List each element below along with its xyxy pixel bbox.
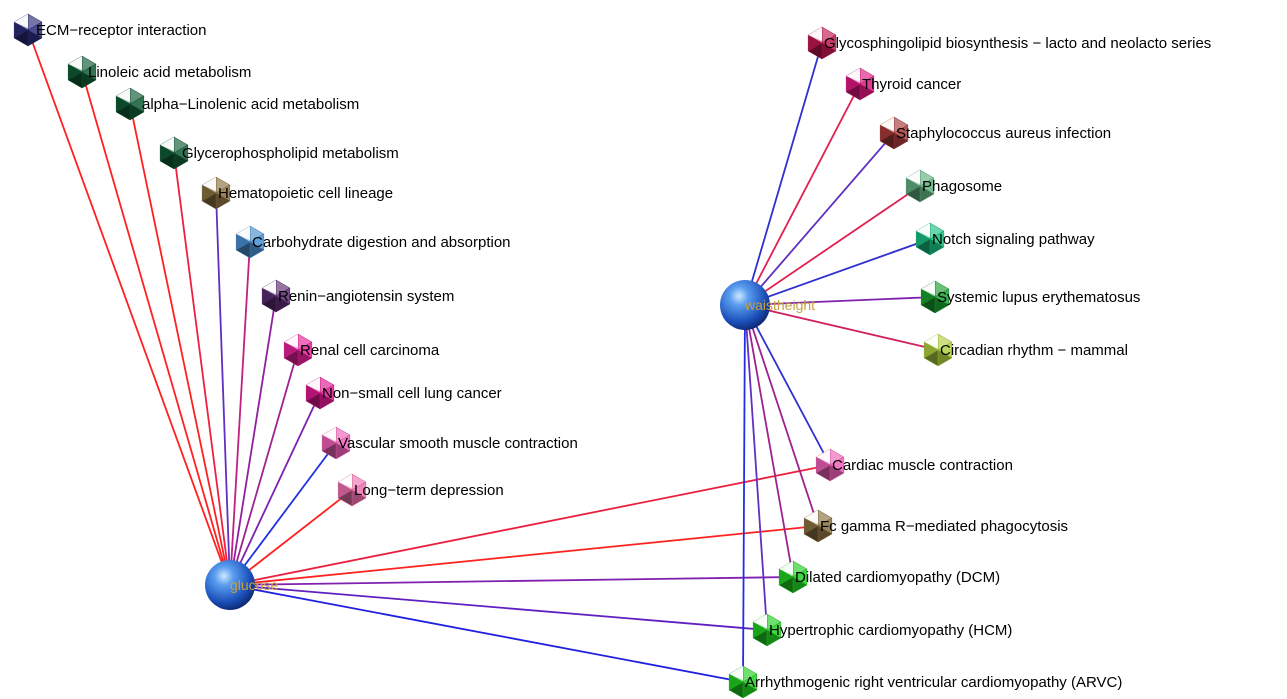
node-label-hcm: Hypertrophic cardiomyopathy (HCM) <box>769 622 1012 639</box>
node-label-cardiac: Cardiac muscle contraction <box>832 457 1013 474</box>
edge-glucose-renal <box>229 349 299 586</box>
node-label-carbohydrate: Carbohydrate digestion and absorption <box>252 234 511 251</box>
edge-glucose-ltd <box>229 489 353 586</box>
node-label-notch: Notch signaling pathway <box>932 231 1095 248</box>
node-nsclc[interactable]: Non−small cell lung cancer <box>305 376 502 410</box>
hubs-layer: glucose waistheight <box>205 280 815 610</box>
edge-waistheight-glycosphingolipid <box>744 42 823 306</box>
edge-waistheight-circadian <box>744 304 939 351</box>
edge-glucose-renin <box>229 295 277 586</box>
node-phagosome[interactable]: Phagosome <box>905 169 1002 203</box>
node-label-alpha_linolenic: alpha−Linolenic acid metabolism <box>142 96 359 113</box>
hub-label-glucose: glucose <box>230 577 278 593</box>
hub-sphere-waistheight <box>720 280 770 330</box>
node-label-dcm: Dilated cardiomyopathy (DCM) <box>795 569 1000 586</box>
node-alpha_linolenic[interactable]: alpha−Linolenic acid metabolism <box>115 87 359 121</box>
node-label-sle: Systemic lupus erythematosus <box>937 289 1140 306</box>
node-circadian[interactable]: Circadian rhythm − mammal <box>923 333 1128 367</box>
edge-waistheight-fcgamma <box>744 304 819 527</box>
node-linoleic[interactable]: Linoleic acid metabolism <box>67 55 251 89</box>
node-thyroid[interactable]: Thyroid cancer <box>845 67 961 101</box>
hub-waistheight[interactable]: waistheight <box>720 280 815 330</box>
node-staph[interactable]: Staphylococcus aureus infection <box>879 116 1111 150</box>
edge-waistheight-sle <box>744 296 936 306</box>
node-label-nsclc: Non−small cell lung cancer <box>322 385 502 402</box>
edge-glucose-alpha_linolenic <box>129 103 231 586</box>
node-notch[interactable]: Notch signaling pathway <box>915 222 1095 256</box>
node-label-renal: Renal cell carcinoma <box>300 342 440 359</box>
node-label-staph: Staphylococcus aureus infection <box>896 125 1111 142</box>
node-label-hematopoietic: Hematopoietic cell lineage <box>218 185 393 202</box>
node-label-fcgamma: Fc gamma R−mediated phagocytosis <box>820 518 1068 535</box>
edge-waistheight-phagosome <box>744 185 921 306</box>
edge-glucose-hcm <box>229 584 768 631</box>
node-vascular[interactable]: Vascular smooth muscle contraction <box>321 426 578 460</box>
edge-glucose-hematopoietic <box>215 192 231 586</box>
edges-layer <box>27 29 939 683</box>
edge-waistheight-cardiac <box>744 304 831 466</box>
hub-glucose[interactable]: glucose <box>205 560 278 610</box>
node-carbohydrate[interactable]: Carbohydrate digestion and absorption <box>235 225 511 259</box>
node-hcm[interactable]: Hypertrophic cardiomyopathy (HCM) <box>752 613 1012 647</box>
node-label-ecm: ECM−receptor interaction <box>36 22 207 39</box>
edge-glucose-cardiac <box>229 464 831 586</box>
edge-waistheight-hcm <box>744 304 768 631</box>
node-glycerophospholipid[interactable]: Glycerophospholipid metabolism <box>159 136 399 170</box>
edge-glucose-arvc <box>229 584 744 683</box>
node-label-circadian: Circadian rhythm − mammal <box>940 342 1128 359</box>
node-label-thyroid: Thyroid cancer <box>862 76 961 93</box>
edge-waistheight-dcm <box>744 304 794 578</box>
edge-glucose-dcm <box>229 576 794 586</box>
node-hematopoietic[interactable]: Hematopoietic cell lineage <box>201 176 393 210</box>
node-dcm[interactable]: Dilated cardiomyopathy (DCM) <box>778 560 1000 594</box>
edge-glucose-glycerophospholipid <box>173 152 231 586</box>
node-renin[interactable]: Renin−angiotensin system <box>261 279 454 313</box>
edge-waistheight-thyroid <box>744 83 861 306</box>
node-label-vascular: Vascular smooth muscle contraction <box>338 435 578 452</box>
edge-waistheight-staph <box>744 132 895 306</box>
node-label-linoleic: Linoleic acid metabolism <box>88 64 251 81</box>
hub-label-waistheight: waistheight <box>744 297 815 313</box>
node-fcgamma[interactable]: Fc gamma R−mediated phagocytosis <box>803 509 1068 543</box>
node-label-phagosome: Phagosome <box>922 178 1002 195</box>
edge-waistheight-arvc <box>742 304 746 683</box>
node-label-renin: Renin−angiotensin system <box>278 288 454 305</box>
node-label-glycosphingolipid: Glycosphingolipid biosynthesis − lacto a… <box>824 35 1211 52</box>
node-sle[interactable]: Systemic lupus erythematosus <box>920 280 1140 314</box>
node-glycosphingolipid[interactable]: Glycosphingolipid biosynthesis − lacto a… <box>807 26 1211 60</box>
edge-glucose-linoleic <box>81 71 231 586</box>
node-ecm[interactable]: ECM−receptor interaction <box>13 13 207 47</box>
node-label-ltd: Long−term depression <box>354 482 504 499</box>
node-ltd[interactable]: Long−term depression <box>337 473 504 507</box>
edge-glucose-vascular <box>229 442 337 586</box>
hub-sphere-glucose <box>205 560 255 610</box>
edge-glucose-nsclc <box>229 392 321 586</box>
node-label-glycerophospholipid: Glycerophospholipid metabolism <box>182 145 399 162</box>
edge-glucose-carbohydrate <box>229 241 251 586</box>
node-label-arvc: Arrhythmogenic right ventricular cardiom… <box>745 674 1122 691</box>
edge-waistheight-notch <box>744 238 931 306</box>
edge-glucose-ecm <box>27 29 231 586</box>
edge-glucose-fcgamma <box>229 525 819 586</box>
node-arvc[interactable]: Arrhythmogenic right ventricular cardiom… <box>728 665 1122 699</box>
node-cardiac[interactable]: Cardiac muscle contraction <box>815 448 1013 482</box>
node-renal[interactable]: Renal cell carcinoma <box>283 333 440 367</box>
